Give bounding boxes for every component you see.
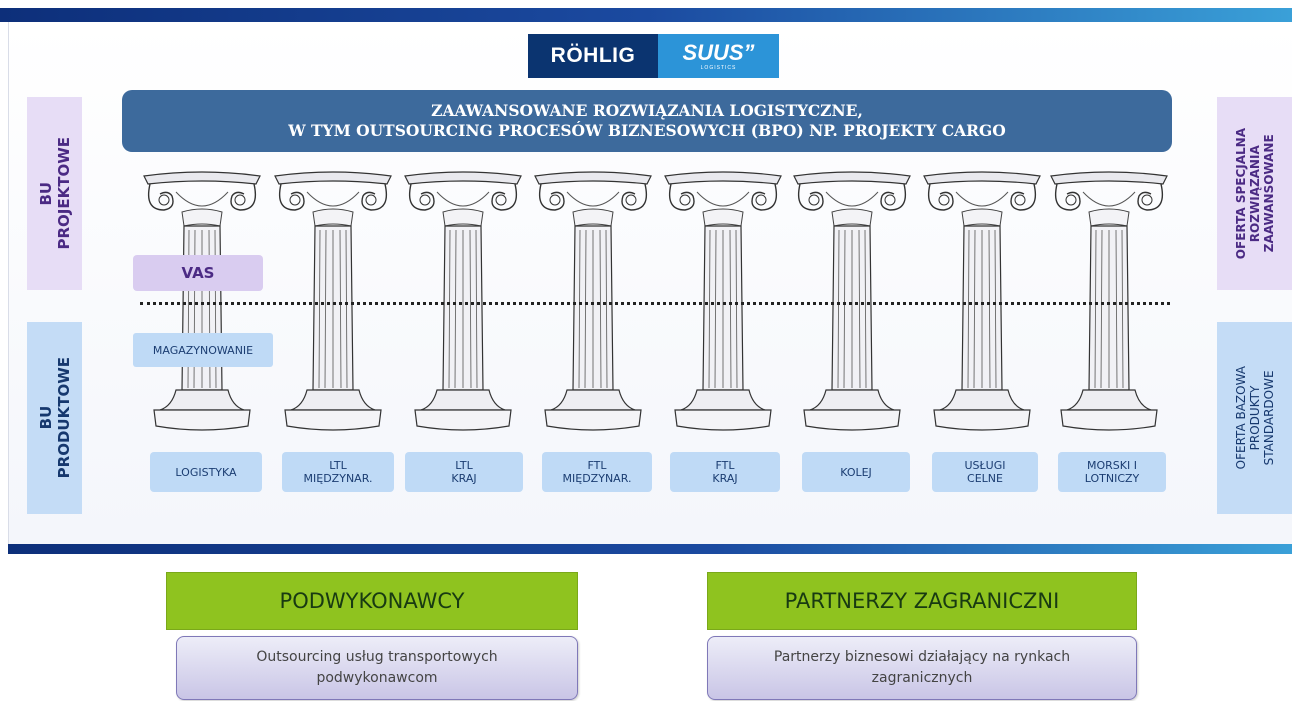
pillar-icon: [273, 170, 393, 442]
company-logo: RÖHLIG SUUS” LOGISTICS: [528, 34, 779, 78]
pillar-label-ltl-domestic: LTL KRAJ: [405, 452, 523, 492]
bottom-bar: [8, 544, 1292, 554]
pillar-icon: [792, 170, 912, 442]
banner-line-1: ZAAWANSOWANE ROZWIĄZANIA LOGISTYCZNE,: [431, 101, 863, 120]
base-offer-text: OFERTA BAZOWA PRODUKTY STANDARDOWE: [1233, 366, 1276, 470]
pillar-label-ftl-international: FTL MIĘDZYNAR.: [542, 452, 652, 492]
foreign-partners-title: PARTNERZY ZAGRANICZNI: [707, 572, 1137, 630]
logo-suus-small: LOGISTICS: [700, 64, 737, 71]
bu-product-label: BU PRODUKTOWE: [27, 322, 82, 514]
base-offer-label: OFERTA BAZOWA PRODUKTY STANDARDOWE: [1217, 322, 1292, 514]
vas-label: VAS: [133, 255, 263, 291]
subcontractors-title: PODWYKONAWCY: [166, 572, 578, 630]
foreign-partners-description: Partnerzy biznesowi działający na rynkac…: [707, 636, 1137, 700]
magazynowanie-label: MAGAZYNOWANIE: [133, 333, 273, 367]
pillar-icon: [142, 170, 262, 442]
pillar-label-customs: USŁUGI CELNE: [932, 452, 1038, 492]
subcontractors-description: Outsourcing usług transportowych podwyko…: [176, 636, 578, 700]
pillar-icon: [663, 170, 783, 442]
pillar-icon: [403, 170, 523, 442]
pillar-icon: [922, 170, 1042, 442]
pillar-label-ftl-domestic: FTL KRAJ: [670, 452, 780, 492]
logo-rohlig: RÖHLIG: [528, 34, 658, 78]
pillar-label-sea-air: MORSKI I LOTNICZY: [1058, 452, 1166, 492]
logo-suus-text: SUUS”: [682, 39, 755, 65]
top-bar: [0, 8, 1292, 22]
bu-project-text: BU PROJEKTOWE: [36, 137, 73, 250]
advanced-solutions-banner: ZAAWANSOWANE ROZWIĄZANIA LOGISTYCZNE, W …: [122, 90, 1172, 152]
bu-project-label: BU PROJEKTOWE: [27, 97, 82, 290]
pillar-icon: [533, 170, 653, 442]
pillar-label-logistyka: LOGISTYKA: [150, 452, 262, 492]
logo-suus: SUUS” LOGISTICS: [658, 34, 779, 78]
special-offer-label: OFERTA SPECJALNA ROZWIĄZANIA ZAAWANSOWAN…: [1217, 97, 1292, 290]
pillar-icon: [1049, 170, 1169, 442]
banner-line-2: W TYM OUTSOURCING PROCESÓW BIZNESOWYCH (…: [288, 121, 1006, 140]
pillar-label-kolej: KOLEJ: [802, 452, 910, 492]
special-offer-text: OFERTA SPECJALNA ROZWIĄZANIA ZAAWANSOWAN…: [1233, 127, 1276, 260]
pillar-label-ltl-international: LTL MIĘDZYNAR.: [282, 452, 394, 492]
divider-line: [140, 302, 1170, 305]
bu-product-text: BU PRODUKTOWE: [36, 357, 73, 479]
